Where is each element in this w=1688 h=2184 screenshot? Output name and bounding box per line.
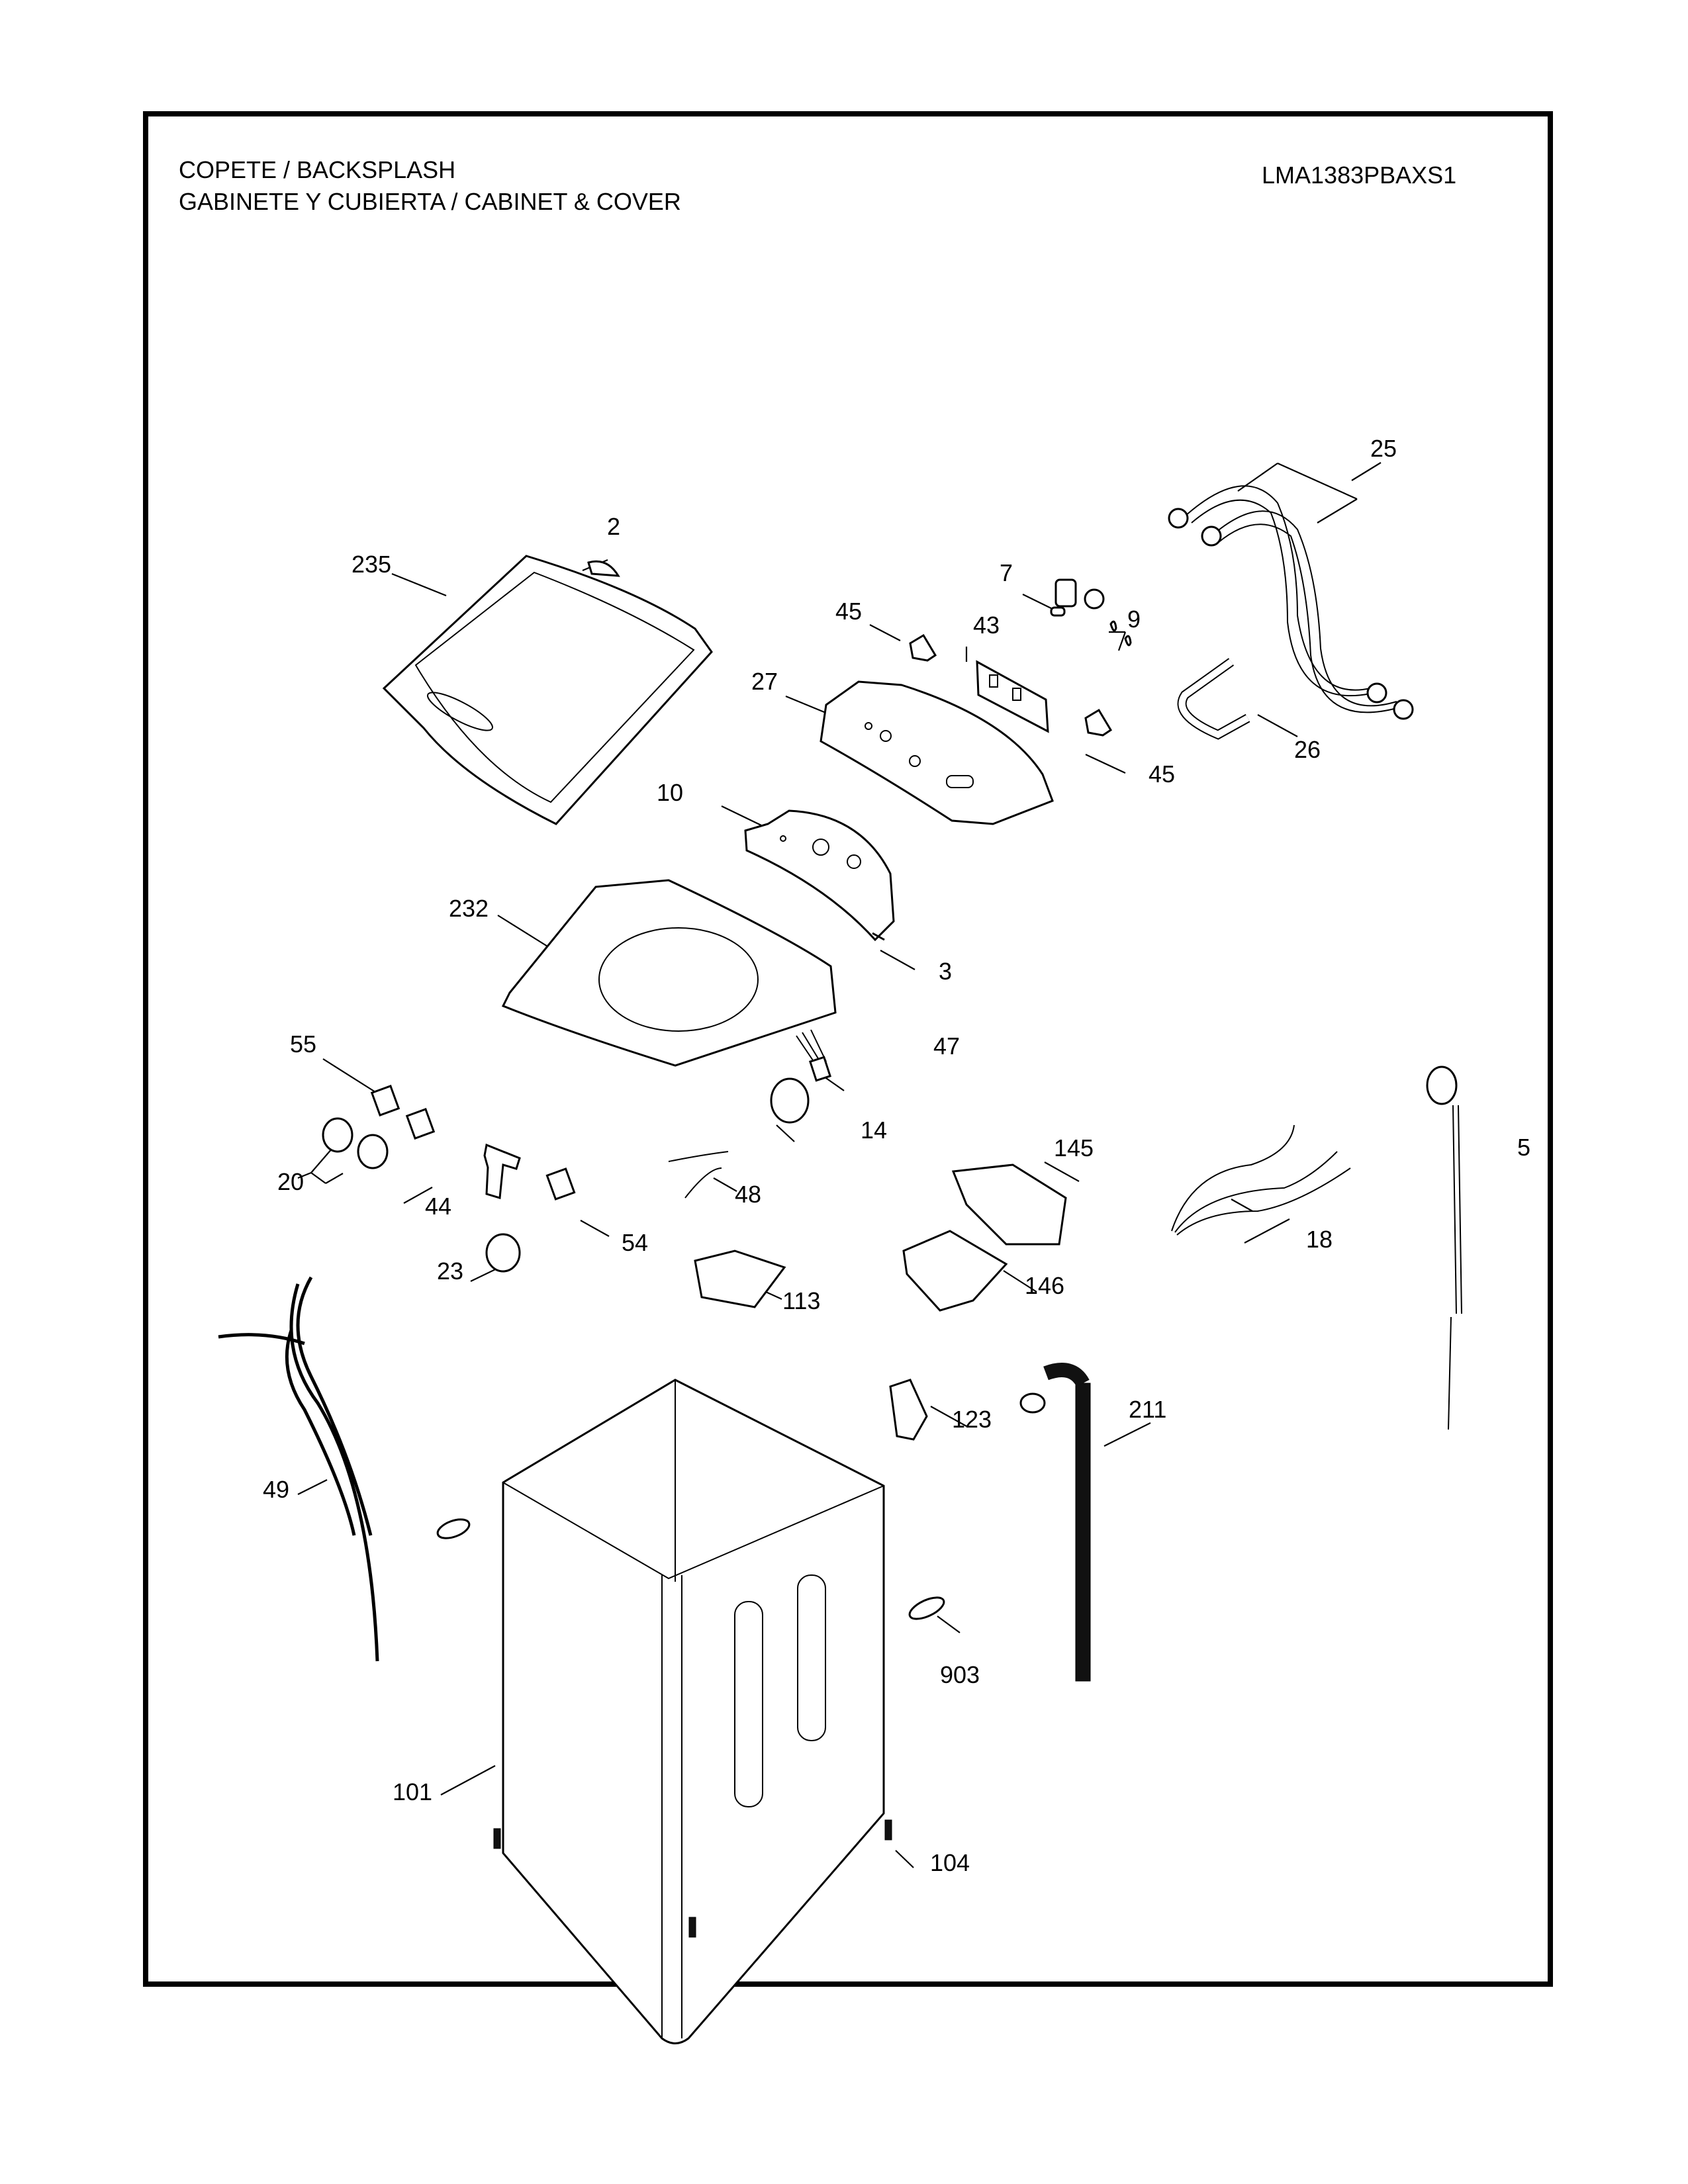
callout-48[interactable]: 48 <box>735 1181 762 1208</box>
callout-44[interactable]: 44 <box>425 1193 452 1220</box>
callout-23[interactable]: 23 <box>437 1257 464 1285</box>
part-bracket-right[interactable] <box>1084 708 1113 737</box>
callout-9[interactable]: 9 <box>1127 606 1141 633</box>
callout-101[interactable]: 101 <box>393 1778 433 1805</box>
part-backsplash[interactable] <box>820 680 1054 825</box>
model-number: LMA1383PBAXS1 <box>1262 161 1457 189</box>
part-lid[interactable] <box>382 555 713 825</box>
callout-14[interactable]: 14 <box>861 1116 888 1144</box>
part-drain-bracket[interactable] <box>889 1379 928 1441</box>
part-clamp-b[interactable] <box>1124 635 1132 647</box>
title-line-1: COPETE / BACKSPLASH <box>179 156 456 183</box>
callout-55[interactable]: 55 <box>290 1030 317 1058</box>
part-leg-left[interactable] <box>493 1828 501 1849</box>
callout-7[interactable]: 7 <box>1000 559 1013 586</box>
part-control-board[interactable] <box>976 660 1049 733</box>
callout-47[interactable]: 47 <box>933 1032 961 1060</box>
callout-20[interactable]: 20 <box>277 1168 305 1195</box>
part-screw[interactable] <box>872 932 885 941</box>
part-pressure-switch[interactable] <box>770 1077 810 1124</box>
part-dispenser-drawer[interactable] <box>902 1230 1008 1312</box>
part-control-panel-overlay[interactable] <box>744 809 895 942</box>
part-lid-insert[interactable] <box>587 560 620 577</box>
part-power-cord[interactable] <box>1426 1066 1462 1430</box>
part-handle-grommet[interactable] <box>907 1593 947 1623</box>
part-handle-grommet-left[interactable] <box>435 1516 471 1542</box>
part-top-cover[interactable] <box>501 879 837 1067</box>
part-leg-front[interactable] <box>688 1917 696 1938</box>
callout-123[interactable]: 123 <box>952 1406 992 1433</box>
part-connector[interactable] <box>796 1029 831 1082</box>
callout-18[interactable]: 18 <box>1306 1226 1333 1253</box>
leader-lines <box>297 462 1382 1868</box>
callout-145[interactable]: 145 <box>1054 1134 1094 1161</box>
callout-10[interactable]: 10 <box>657 779 684 806</box>
part-knob-23[interactable] <box>485 1233 521 1273</box>
callout-235[interactable]: 235 <box>352 551 392 578</box>
part-leg-right[interactable] <box>884 1819 892 1841</box>
callout-26[interactable]: 26 <box>1294 736 1321 763</box>
diagram-frame <box>143 111 1553 1987</box>
part-switch-a[interactable] <box>370 1085 400 1116</box>
part-inlet-hoses[interactable] <box>1168 485 1414 720</box>
part-main-wire-harness[interactable] <box>218 1276 379 1662</box>
callout-25[interactable]: 25 <box>1370 435 1397 462</box>
part-dispenser-housing[interactable] <box>951 1163 1067 1246</box>
part-hose <box>1178 659 1250 739</box>
title-line-2: GABINETE Y CUBIERTA / CABINET & COVER <box>179 188 681 215</box>
callout-27[interactable]: 27 <box>751 668 778 695</box>
callout-211[interactable]: 211 <box>1129 1396 1167 1423</box>
callout-146[interactable]: 146 <box>1025 1272 1065 1299</box>
callout-104[interactable]: 104 <box>930 1849 970 1876</box>
part-bracket-left[interactable] <box>909 633 937 662</box>
part-selector-switch[interactable] <box>483 1143 521 1199</box>
part-switch-54[interactable] <box>545 1167 576 1201</box>
callout-54[interactable]: 54 <box>622 1229 649 1256</box>
part-wire-harness-48[interactable] <box>668 1151 729 1199</box>
part-knob-b[interactable] <box>357 1134 389 1169</box>
part-lid-lock[interactable] <box>694 1250 786 1308</box>
callout-5[interactable]: 5 <box>1517 1134 1531 1161</box>
callout-232[interactable]: 232 <box>449 895 489 922</box>
part-clamp-a[interactable] <box>1109 620 1117 632</box>
callout-2[interactable]: 2 <box>607 513 621 540</box>
callout-3[interactable]: 3 <box>939 958 953 985</box>
callout-113[interactable]: 113 <box>782 1287 821 1314</box>
part-knob-a[interactable] <box>322 1117 353 1153</box>
callout-45-left[interactable]: 45 <box>835 598 863 625</box>
callout-45-right[interactable]: 45 <box>1149 760 1176 788</box>
callout-43[interactable]: 43 <box>973 612 1000 639</box>
part-drain-hose[interactable] <box>1019 1363 1091 1682</box>
part-ground-wires[interactable] <box>1171 1124 1351 1236</box>
part-water-inlet-valve[interactable] <box>1050 578 1105 617</box>
part-cabinet[interactable] <box>502 1379 885 2044</box>
callout-903[interactable]: 903 <box>940 1661 980 1688</box>
part-switch-b[interactable] <box>405 1108 436 1140</box>
callout-49[interactable]: 49 <box>263 1476 290 1503</box>
